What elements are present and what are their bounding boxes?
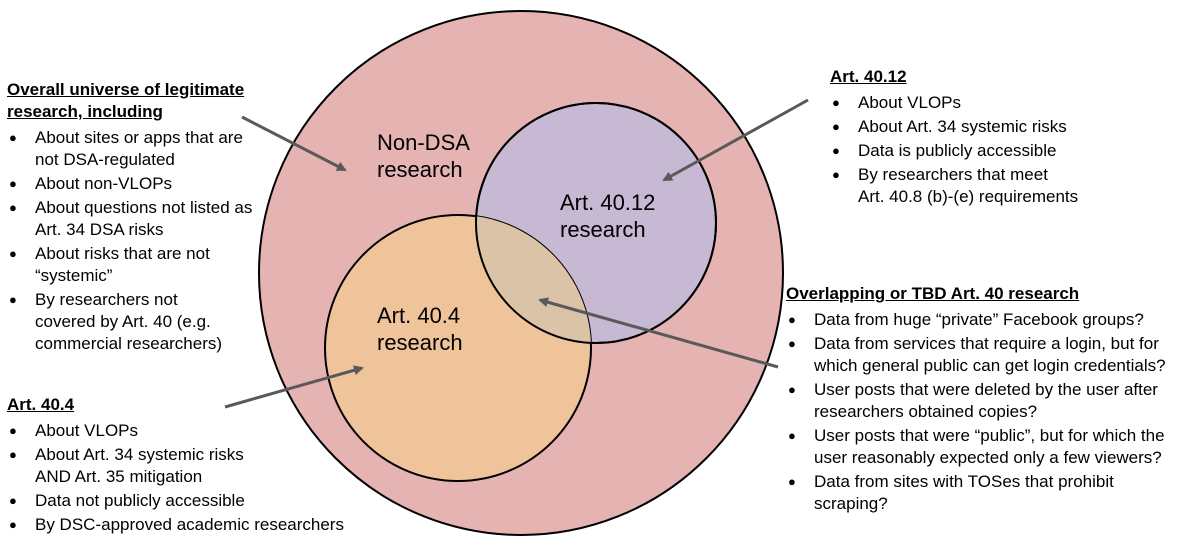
list-item-line: Data not publicly accessible <box>35 491 245 510</box>
list-item: Data from huge “private” Facebook groups… <box>786 309 1196 331</box>
list-item-line: About Art. 34 systemic risks <box>858 117 1067 136</box>
list-item: Data from services that require a login,… <box>786 333 1196 377</box>
list-item-line: User posts that were deleted by the user… <box>814 380 1158 399</box>
list-item-line: covered by Art. 40 (e.g. <box>35 312 211 331</box>
list-item: About VLOPs <box>7 420 387 442</box>
art-40-4-heading: Art. 40.4 <box>7 394 387 416</box>
list-item-line: Art. 40.8 (b)-(e) requirements <box>858 187 1079 206</box>
overlap-region <box>476 215 591 343</box>
arrow-art-40-4 <box>224 365 364 409</box>
art-40-12-circle-outline <box>475 102 717 344</box>
list-item: About VLOPs <box>830 92 1170 114</box>
art-40-12-label-line: research <box>560 217 646 242</box>
art-40-12-label-line: Art. 40.12 <box>560 190 656 215</box>
art-40-12-list: About VLOPs About Art. 34 systemic risks… <box>830 92 1170 208</box>
art-40-4-list: About VLOPs About Art. 34 systemic risks… <box>7 420 387 536</box>
universe-annotation: Overall universe of legitimate research,… <box>7 79 267 357</box>
overlap-heading: Overlapping or TBD Art. 40 research <box>786 283 1196 305</box>
art-40-4-annotation: Art. 40.4 About VLOPs About Art. 34 syst… <box>7 394 387 538</box>
list-item: About risks that are not “systemic” <box>7 243 267 287</box>
list-item-line: scraping? <box>814 494 888 513</box>
list-item-line: AND Art. 35 mitigation <box>35 467 203 486</box>
art-40-12-label: Art. 40.12 research <box>560 189 655 243</box>
list-item-line: user reasonably expected only a few view… <box>814 448 1162 467</box>
list-item-line: which general public can get login crede… <box>814 356 1166 375</box>
list-item: About Art. 34 systemic risks AND Art. 35… <box>7 444 387 488</box>
list-item-line: About sites or apps that are <box>35 128 243 147</box>
list-item-line: About VLOPs <box>858 93 962 112</box>
list-item: About Art. 34 systemic risks <box>830 116 1170 138</box>
list-item-line: About risks that are not <box>35 244 210 263</box>
universe-list: About sites or apps that are not DSA-reg… <box>7 127 267 355</box>
art-40-12-heading: Art. 40.12 <box>830 66 1170 88</box>
list-item-line: By researchers that meet <box>858 165 1048 184</box>
non-dsa-label-line: Non-DSA <box>377 130 470 155</box>
overlap-annotation: Overlapping or TBD Art. 40 research Data… <box>786 283 1196 517</box>
art-40-12-annotation: Art. 40.12 About VLOPs About Art. 34 sys… <box>830 66 1170 210</box>
universe-heading-line: research, including <box>7 102 163 121</box>
arrow-universe <box>241 115 347 172</box>
list-item-line: Data from huge “private” Facebook groups… <box>814 310 1144 329</box>
art-40-12-heading-line: Art. 40.12 <box>830 67 907 86</box>
arrow-art-40-12 <box>662 98 809 182</box>
list-item-line: researchers obtained copies? <box>814 402 1038 421</box>
list-item: Data from sites with TOSes that prohibit… <box>786 471 1196 515</box>
non-dsa-label: Non-DSA research <box>377 129 470 183</box>
list-item: Data is publicly accessible <box>830 140 1170 162</box>
list-item: About questions not listed as Art. 34 DS… <box>7 197 267 241</box>
art-40-4-label-line: research <box>377 330 463 355</box>
list-item-line: About questions not listed as <box>35 198 253 217</box>
list-item-line: Art. 34 DSA risks <box>35 220 164 239</box>
art-40-4-label: Art. 40.4 research <box>377 302 463 356</box>
list-item: Data not publicly accessible <box>7 490 387 512</box>
list-item: By DSC-approved academic researchers <box>7 514 387 536</box>
arrow-overlap <box>538 297 779 369</box>
list-item-line: User posts that were “public”, but for w… <box>814 426 1165 445</box>
list-item-line: commercial researchers) <box>35 334 223 353</box>
list-item-line: About Art. 34 systemic risks <box>35 445 244 464</box>
list-item-line: By DSC-approved academic researchers <box>35 515 344 534</box>
list-item-line: About non-VLOPs <box>35 174 173 193</box>
list-item: About sites or apps that are not DSA-reg… <box>7 127 267 171</box>
overlap-heading-line: Overlapping or TBD Art. 40 research <box>786 284 1080 303</box>
list-item-line: “systemic” <box>35 266 113 285</box>
list-item-line: not DSA-regulated <box>35 150 175 169</box>
list-item: By researchers not covered by Art. 40 (e… <box>7 289 267 355</box>
list-item: By researchers that meet Art. 40.8 (b)-(… <box>830 164 1170 208</box>
list-item-line: About VLOPs <box>35 421 139 440</box>
universe-heading-line: Overall universe of legitimate <box>7 80 245 99</box>
list-item-line: Data from sites with TOSes that prohibit <box>814 472 1114 491</box>
list-item-line: Data from services that require a login,… <box>814 334 1159 353</box>
list-item: User posts that were “public”, but for w… <box>786 425 1196 469</box>
list-item: About non-VLOPs <box>7 173 267 195</box>
list-item-line: Data is publicly accessible <box>858 141 1057 160</box>
art-40-4-heading-line: Art. 40.4 <box>7 395 75 414</box>
list-item: User posts that were deleted by the user… <box>786 379 1196 423</box>
overlap-list: Data from huge “private” Facebook groups… <box>786 309 1196 515</box>
universe-heading: Overall universe of legitimate research,… <box>7 79 267 123</box>
list-item-line: By researchers not <box>35 290 178 309</box>
non-dsa-label-line: research <box>377 157 463 182</box>
art-40-4-label-line: Art. 40.4 <box>377 303 461 328</box>
